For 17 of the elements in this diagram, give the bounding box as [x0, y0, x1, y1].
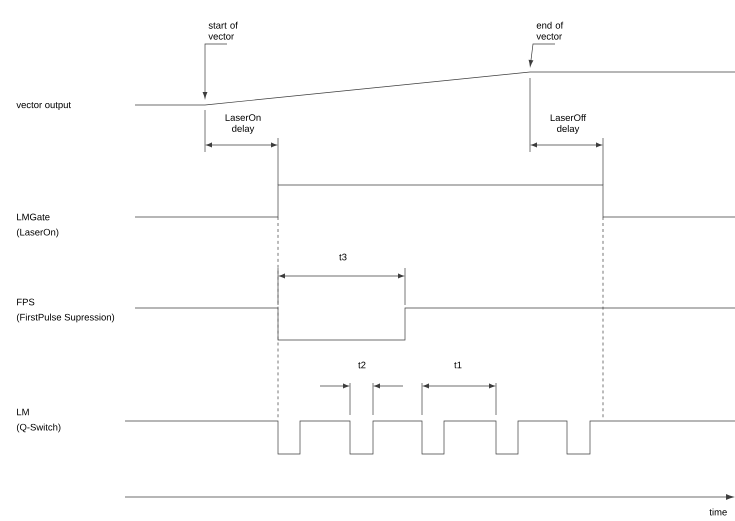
callout-text: end of vector [536, 22, 564, 40]
duration-label: t3 [339, 254, 347, 260]
signal-description: (LaserOn) [16, 228, 58, 238]
duration-label: t2 [358, 362, 366, 368]
signal-description: (Q-Switch) [16, 424, 60, 432]
signal-name: LM [17, 408, 29, 416]
signal-description: (FirstPulse Supression) [16, 314, 114, 322]
signal-name: LMGate [17, 214, 50, 220]
duration-label: t1 [454, 362, 462, 368]
delay-label: LaserOff delay [550, 114, 586, 134]
axis-label: time [710, 508, 727, 516]
callout-text: start of vector [208, 22, 238, 40]
signal-name: FPS [17, 298, 34, 306]
leader-arrow [202, 44, 228, 99]
leader-arrow [528, 44, 556, 67]
signal-name: vector output [16, 102, 71, 110]
delay-label: LaserOn delay [226, 114, 261, 134]
